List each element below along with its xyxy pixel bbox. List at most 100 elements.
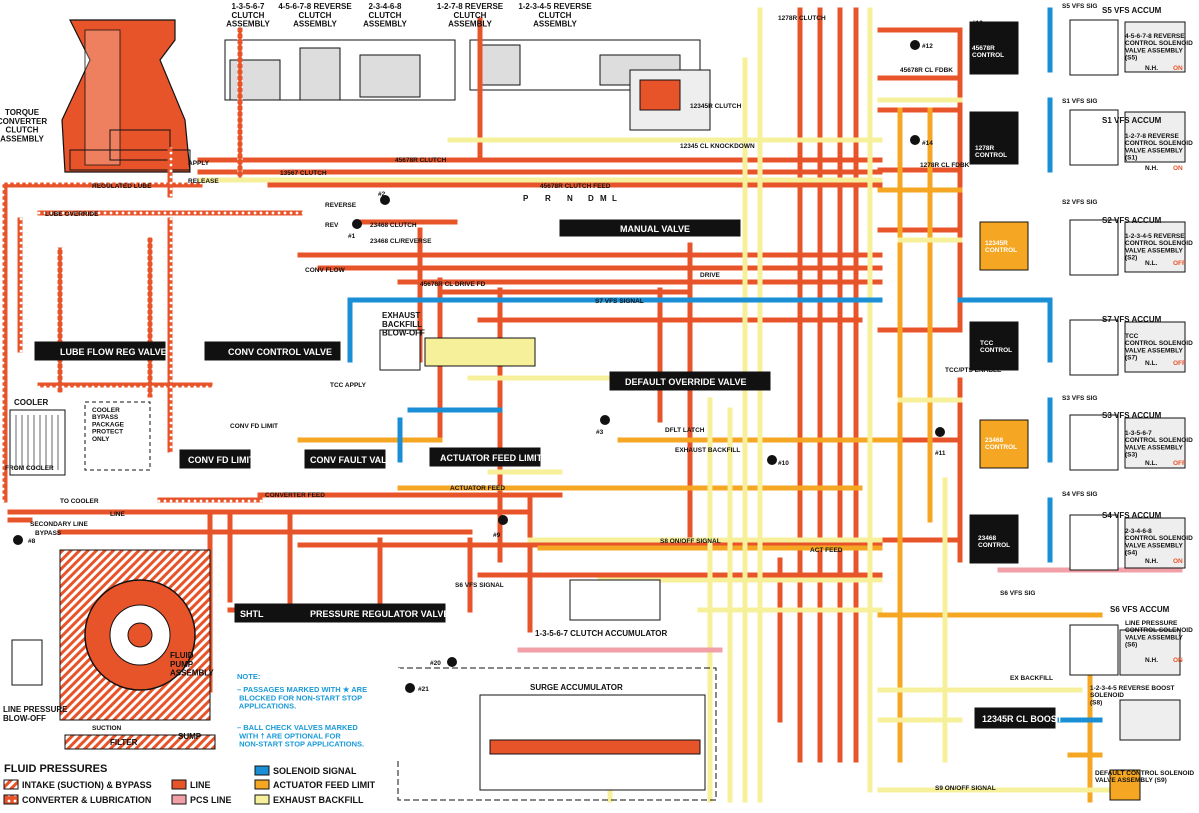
regulated-lube-label: REGULATED LUBE	[92, 183, 152, 190]
s5-vfs-sig-label: S5 VFS SIG	[1062, 3, 1097, 10]
ball-check-14: #14	[922, 140, 933, 147]
off-s3: OFF	[1173, 460, 1186, 467]
hydraulic-lines	[2, 7, 1183, 803]
s6-accum-label: S6 VFS ACCUM	[1110, 605, 1170, 614]
ball-check-9: #9	[493, 532, 501, 539]
default-override-valve-label: DEFAULT OVERRIDE VALVE	[625, 377, 747, 387]
s2-vfs-sig-label: S2 VFS SIG	[1062, 199, 1097, 206]
legend-swatch-intake	[3, 779, 19, 790]
gear-l: L	[612, 194, 617, 203]
conv-fault-valve-label: CONV FAULT VALVE	[310, 455, 398, 465]
on-s4: ON	[1173, 558, 1183, 565]
cooler-label: COOLER	[14, 398, 48, 407]
accumulator-labels: S5 VFS ACCUM S1 VFS ACCUM S2 VFS ACCUM S…	[1102, 6, 1170, 614]
gear-r: R	[545, 194, 551, 203]
exhaust-backfill-label: EXHAUST BACKFILL	[675, 447, 740, 454]
gear-n: N	[567, 194, 573, 203]
surge-accumulator-label: SURGE ACCUMULATOR	[530, 683, 623, 692]
legend-swatch-line	[171, 779, 187, 790]
clutch-accumulator-drawing	[569, 579, 661, 621]
legend: FLUID PRESSURES INTAKE (SUCTION) & BYPAS…	[3, 763, 376, 805]
on-s6: ON	[1173, 657, 1183, 664]
conv-control-valve-label: CONV CONTROL VALVE	[228, 347, 332, 357]
legend-title: FLUID PRESSURES	[4, 763, 107, 775]
nh-s5: N.H.	[1145, 65, 1158, 72]
s7-vfs-signal-label: S7 VFS SIGNAL	[595, 298, 644, 305]
line-blowoff-drawing	[11, 639, 43, 686]
conv-flow-label: CONV FLOW	[305, 267, 346, 274]
s2-accum-label: S2 VFS ACCUM	[1102, 216, 1162, 225]
note-box	[225, 668, 400, 758]
secondary-line-label: SECONDARY LINE	[30, 521, 88, 528]
note-title: NOTE:	[237, 672, 260, 681]
cl-knockdown-label: 12345 CL KNOCKDOWN	[680, 143, 755, 150]
off-s7: OFF	[1173, 360, 1186, 367]
legend-converter: CONVERTER & LUBRICATION	[22, 795, 151, 805]
actuator-feed-label: ACTUATOR FEED	[450, 485, 505, 492]
gear-m: M	[600, 194, 607, 203]
s3-accum-label: S3 VFS ACCUM	[1102, 411, 1162, 420]
note-line-1: – PASSAGES MARKED WITH ★ ARE BLOCKED FOR…	[237, 685, 367, 711]
on-s5: ON	[1173, 65, 1183, 72]
s6-vfs-sig-label: S6 VFS SIG	[1000, 590, 1035, 597]
s7-accum-label: S7 VFS ACCUM	[1102, 315, 1162, 324]
ball-check-2: #2	[378, 191, 386, 198]
cooler-drawing	[9, 409, 66, 476]
sump-label: SUMP	[178, 732, 202, 741]
from-cooler-label: FROM COOLER	[5, 465, 54, 472]
clutch-assemblies-drawing	[224, 39, 711, 131]
conv-fd-limit-passage-label: CONV FD LIMIT	[230, 423, 278, 430]
s4-accum-label: S4 VFS ACCUM	[1102, 511, 1162, 520]
s4-vfs-sig-label: S4 VFS SIG	[1062, 491, 1097, 498]
cl-drive-fd-label: 45678R CL DRIVE FD	[420, 281, 486, 288]
ex-backfill-label: EX BACKFILL	[1010, 675, 1053, 682]
legend-exhaust: EXHAUST BACKFILL	[273, 795, 364, 805]
ball-checks: #1 #2 #3 #8 #9 #10 #11 #12 #13 #14 #20 #…	[13, 20, 995, 693]
clutch-23468-reverse-label: 23468 CL/REVERSE	[370, 238, 432, 245]
solenoid-bodies	[969, 19, 1186, 801]
tcc-pts-enable-label: TCC/PTS ENABLE	[945, 367, 1002, 374]
legend-actuator: ACTUATOR FEED LIMIT	[273, 780, 376, 790]
off-s2: OFF	[1173, 260, 1186, 267]
lube-override-label: LUBE OVERRIDE	[45, 211, 99, 218]
s6-vfs-signal-label: S6 VFS SIGNAL	[455, 582, 504, 589]
ball-check-8: #8	[28, 538, 36, 545]
ball-check-1: #1	[348, 233, 356, 240]
bypass-label: BYPASS	[35, 530, 62, 537]
nh-s6: N.H.	[1145, 657, 1158, 664]
clutch-accumulator-label: 1-3-5-6-7 CLUTCH ACCUMULATOR	[535, 629, 668, 638]
nl-s7: N.L.	[1145, 360, 1157, 367]
converter-feed-label: CONVERTER FEED	[265, 492, 325, 499]
s8-on-off-signal-label: S8 ON/OFF SIGNAL	[660, 538, 721, 545]
clutch-45678r-label: 45678R CLUTCH	[395, 157, 447, 164]
legend-swatch-solenoid	[254, 765, 270, 776]
ball-check-11: #11	[935, 450, 946, 457]
surge-accumulator-piston	[489, 739, 701, 755]
rev-label: REV	[325, 222, 339, 229]
ball-check-3: #3	[596, 429, 604, 436]
s9-on-off-signal-label: S9 ON/OFF SIGNAL	[935, 785, 996, 792]
legend-intake: INTAKE (SUCTION) & BYPASS	[22, 780, 152, 790]
ball-check-21: #21	[418, 686, 429, 693]
reverse-label: REVERSE	[325, 202, 357, 209]
actuator-feed-limit-label: ACTUATOR FEED LIMIT	[440, 453, 543, 463]
on-s1: ON	[1173, 165, 1183, 172]
